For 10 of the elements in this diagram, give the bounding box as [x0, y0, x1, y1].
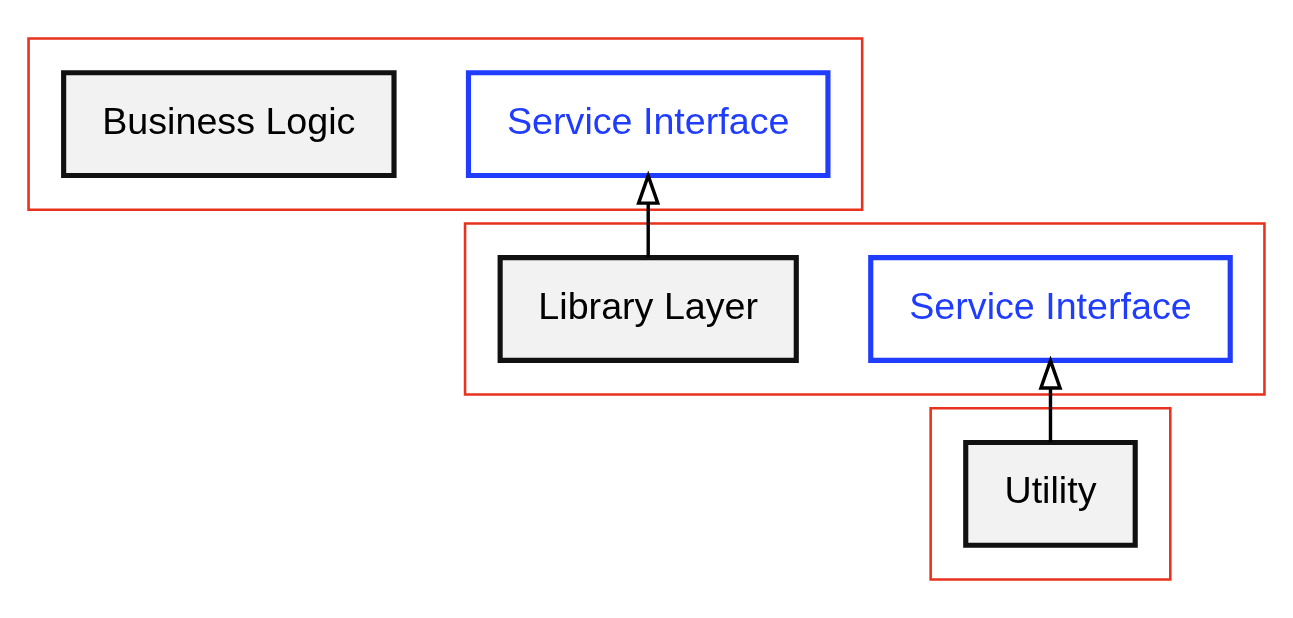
- node-box: Utility: [963, 439, 1138, 548]
- cluster: [463, 222, 1266, 396]
- node-box: Library Layer: [497, 255, 799, 363]
- arrow: [636, 170, 661, 258]
- cluster: [929, 407, 1172, 581]
- arrow: [1038, 355, 1063, 443]
- cluster: [27, 37, 864, 211]
- node-box: Service Interface: [465, 70, 831, 179]
- node-box: Service Interface: [868, 255, 1233, 363]
- node-box: Business Logic: [61, 70, 397, 179]
